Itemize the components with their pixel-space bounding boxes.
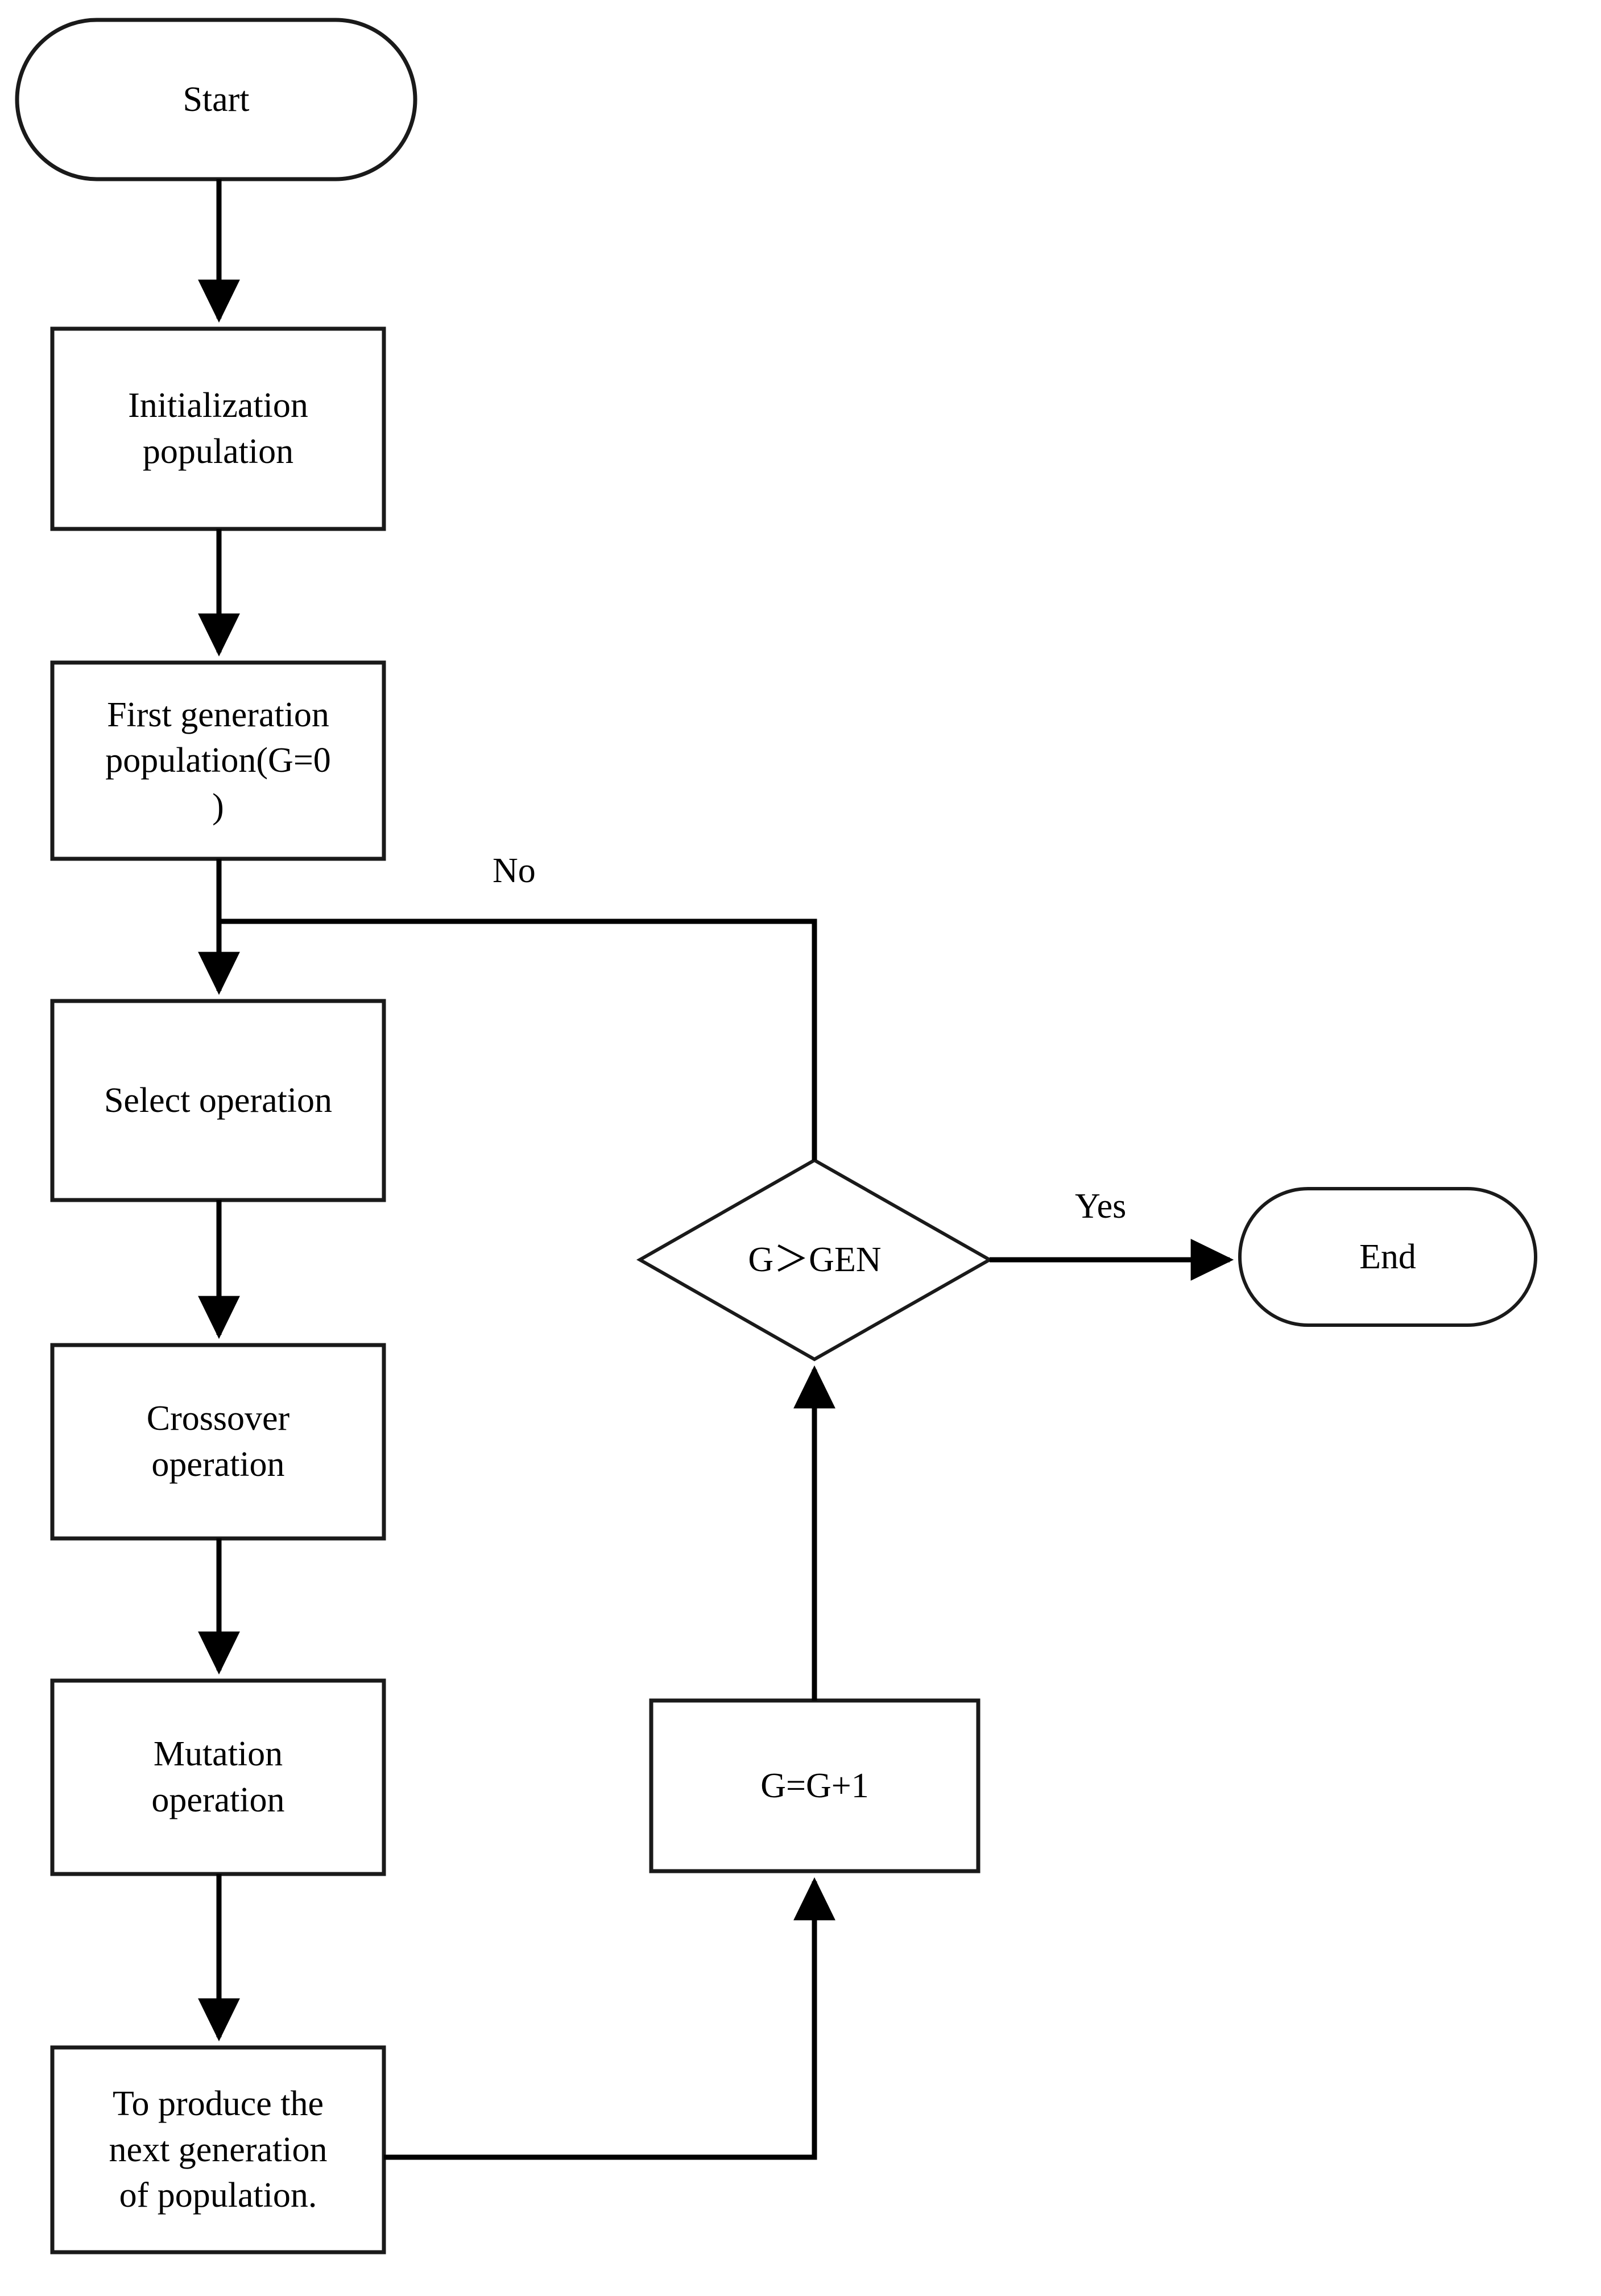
- increment-node-shape: [649, 1698, 981, 1873]
- initialization-node-shape: [50, 326, 386, 531]
- crossover-operation-node-shape: [50, 1343, 386, 1541]
- edge-label-yes: Yes: [1075, 1187, 1127, 1226]
- produce-next-generation-node-shape: [50, 2045, 386, 2254]
- first-generation-node-shape: [50, 660, 386, 861]
- end-node-shape: [1238, 1187, 1537, 1327]
- start-node-shape: [15, 18, 417, 181]
- edge-produce-to-increment: [384, 1877, 835, 2160]
- select-operation-node-shape: [50, 999, 386, 1202]
- edge-no-branch-to-decision: [219, 919, 817, 1160]
- decision-node-shape: [636, 1158, 994, 1362]
- mutation-operation-node-shape: [50, 1678, 386, 1876]
- edge-label-no: No: [493, 851, 536, 890]
